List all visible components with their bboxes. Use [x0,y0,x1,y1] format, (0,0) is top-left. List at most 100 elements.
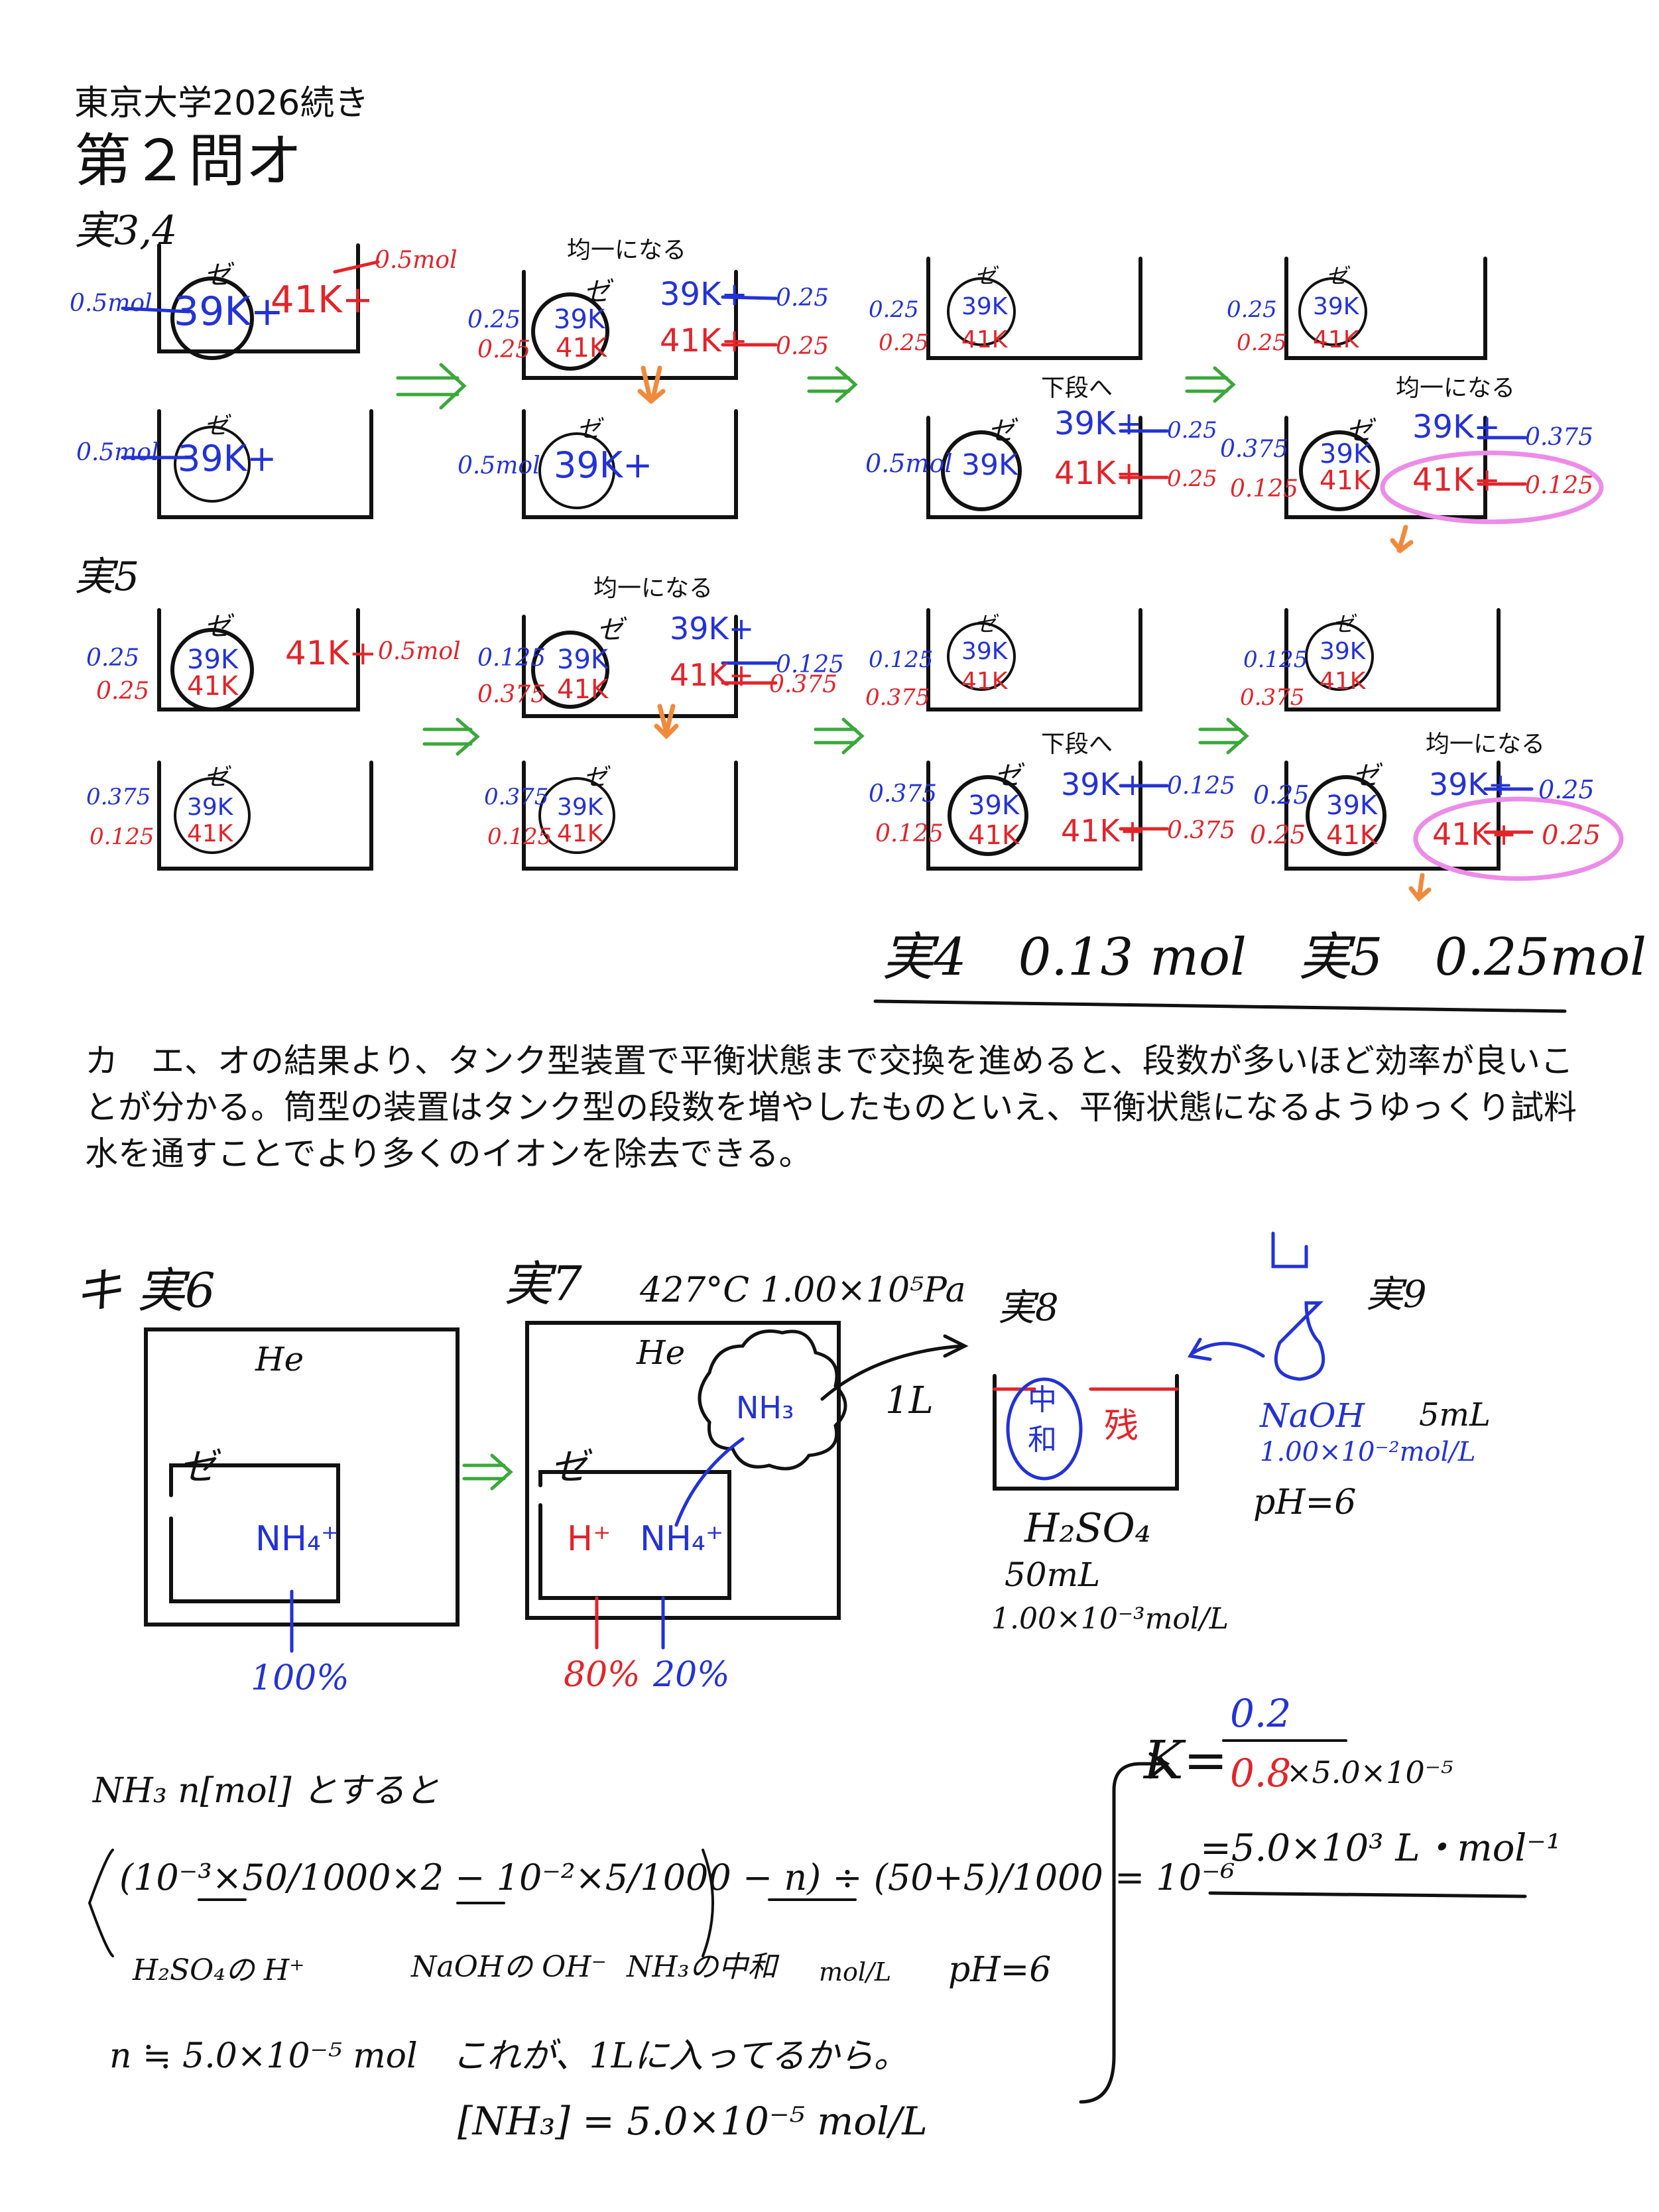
amount-value: 0.125 [875,820,944,847]
ammonium-label: NH₄⁺ [255,1519,339,1559]
ion-k39: 39K [187,645,239,675]
amount-value: 0.125 [776,651,845,678]
k-symbol: K= [1144,1729,1228,1791]
condition-label: 427°C 1.00×10⁵Pa [640,1270,966,1310]
label-kinitsu-3: 均一になる [593,575,713,602]
amount-value: 0.375 [769,671,838,698]
page-title: 東京大学2026続き [74,84,369,123]
ion-k41: 41K+ [1061,813,1146,849]
resin-label: ゼ [204,412,229,440]
ammonia-label: NH₃ [736,1390,794,1426]
percent-20: 20% [653,1655,730,1695]
resin-label: ゼ [995,761,1021,791]
ion-k41: 41K [1320,465,1371,496]
label-jikken34: 実3,4 [74,208,178,254]
amount-value: 0.25 [477,336,531,363]
ion-k39: 39K+ [554,444,653,486]
calc-line-2: n ≒ 5.0×10⁻⁵ mol これが、1Lに入ってるから。 [109,2036,908,2076]
resin-label: ゼ [975,611,997,637]
label-gedan-2: 下段へ [1041,731,1113,758]
ion-k39: 39K [961,448,1018,482]
k-numerator: 0.2 [1230,1691,1292,1736]
ion-k41: 41K [187,820,233,847]
label-jikken5: 実5 [74,554,140,600]
ion-k41: 41K+ [285,634,377,672]
amount-value: 0.375 [1525,424,1594,451]
percent-80: 80% [564,1655,641,1695]
k-result: =5.0×10³ L・mol⁻¹ [1200,1827,1562,1870]
ion-k39: 39K+ [174,288,284,335]
amount-value: 0.125 [1243,646,1308,673]
calc-under-3: NH₃の中和 [627,1950,777,1984]
amount-value: 0.375 [865,684,930,711]
amount-value: 0.25 [776,284,830,312]
amount-value: 0.5mol [70,290,153,317]
ammonium-label: NH₄⁺ [640,1519,724,1559]
amount-value: 0.375 [477,681,546,708]
amount-value: 0.25 [1167,417,1217,444]
amount-value: 0.375 [1167,817,1236,844]
proton-label: H⁺ [567,1519,611,1559]
ion-k39: 39K [1320,439,1371,469]
amount-value: 0.5mol [76,439,159,466]
label-kinitsu-2: 均一になる [1396,375,1516,402]
calc-under-1: H₂SO₄の H⁺ [133,1953,305,1987]
amount-value: 0.5mol [458,452,540,479]
ion-k41: 41K [557,820,603,847]
neutral-char-2: 和 [1028,1423,1057,1457]
calc-line-3: [NH₃] = 5.0×10⁻⁵ mol/L [458,2099,928,2144]
resin-label: ゼ [975,263,997,288]
amount-value: 0.125 [90,824,154,850]
amount-value: 0.125 [1167,772,1236,800]
ion-k39: 39K [554,304,605,335]
ion-k39: 39K [1313,293,1359,320]
ion-k39: 39K [1326,790,1378,821]
answer-line: 実4 0.13 mol 実5 0.25mol [882,928,1647,987]
ion-k41: 41K [557,674,609,705]
volume-50ml: 50mL [1005,1556,1101,1594]
ion-k39: 39K [557,794,603,821]
calc-line-0: NH₃ n[mol] とすると [93,1771,440,1811]
amount-value: 0.25 [1167,465,1217,492]
k-denominator-rest: ×5.0×10⁻⁵ [1286,1754,1453,1790]
label-gedan-1: 下段へ [1041,375,1113,402]
ion-k39: 39K [187,794,233,821]
ion-k41: 41K [961,326,1008,353]
ion-k39: 39K+ [1412,408,1501,446]
amount-value: 0.125 [477,645,546,672]
amount-value: 0.375 [1240,684,1305,711]
ph-label: pH=6 [1253,1483,1357,1522]
resin-label: ゼ [179,1445,216,1489]
resin-label: ゼ [1346,416,1373,446]
amount-value: 0.25 [776,333,830,360]
label-kinitsu-1: 均一になる [567,237,687,264]
calc-under-4: mol/L [819,1957,892,1987]
ion-k41: 41K+ [1432,816,1517,852]
resin-label: ゼ [577,416,601,443]
ion-k39: 39K+ [178,438,277,479]
volume-5ml: 5mL [1419,1396,1491,1434]
amount-value: 0.25 [86,645,140,672]
amount-value: 0.5mol [375,247,458,274]
calc-under-2: NaOHの OH⁻ [411,1950,607,1984]
amount-value: 0.25 [1538,775,1595,804]
ion-k39: 39K [557,645,609,675]
conc-h2so4: 1.00×10⁻³mol/L [991,1602,1229,1636]
resin-label: ゼ [204,260,231,290]
ion-k41: 41K [1320,668,1366,695]
problem-heading: 第２問オ [74,128,302,194]
amount-value: 0.5mol [865,449,953,478]
amount-value: 0.25 [467,306,521,334]
ion-k41: 41K+ [670,657,755,693]
amount-value: 0.25 [96,678,150,705]
label-ki6: キ 実6 [74,1262,215,1318]
ion-k41: 41K [187,671,239,702]
he-label: He [255,1340,304,1379]
resin-label: ゼ [550,1445,587,1489]
calc-line-1: (10⁻³×50/1000×2 − 10⁻²×5/1000 − n) ÷ (50… [119,1857,1235,1898]
amount-value: 0.125 [1230,475,1299,503]
resin-label: ゼ [597,615,623,645]
amount-value: 0.375 [1220,436,1289,463]
